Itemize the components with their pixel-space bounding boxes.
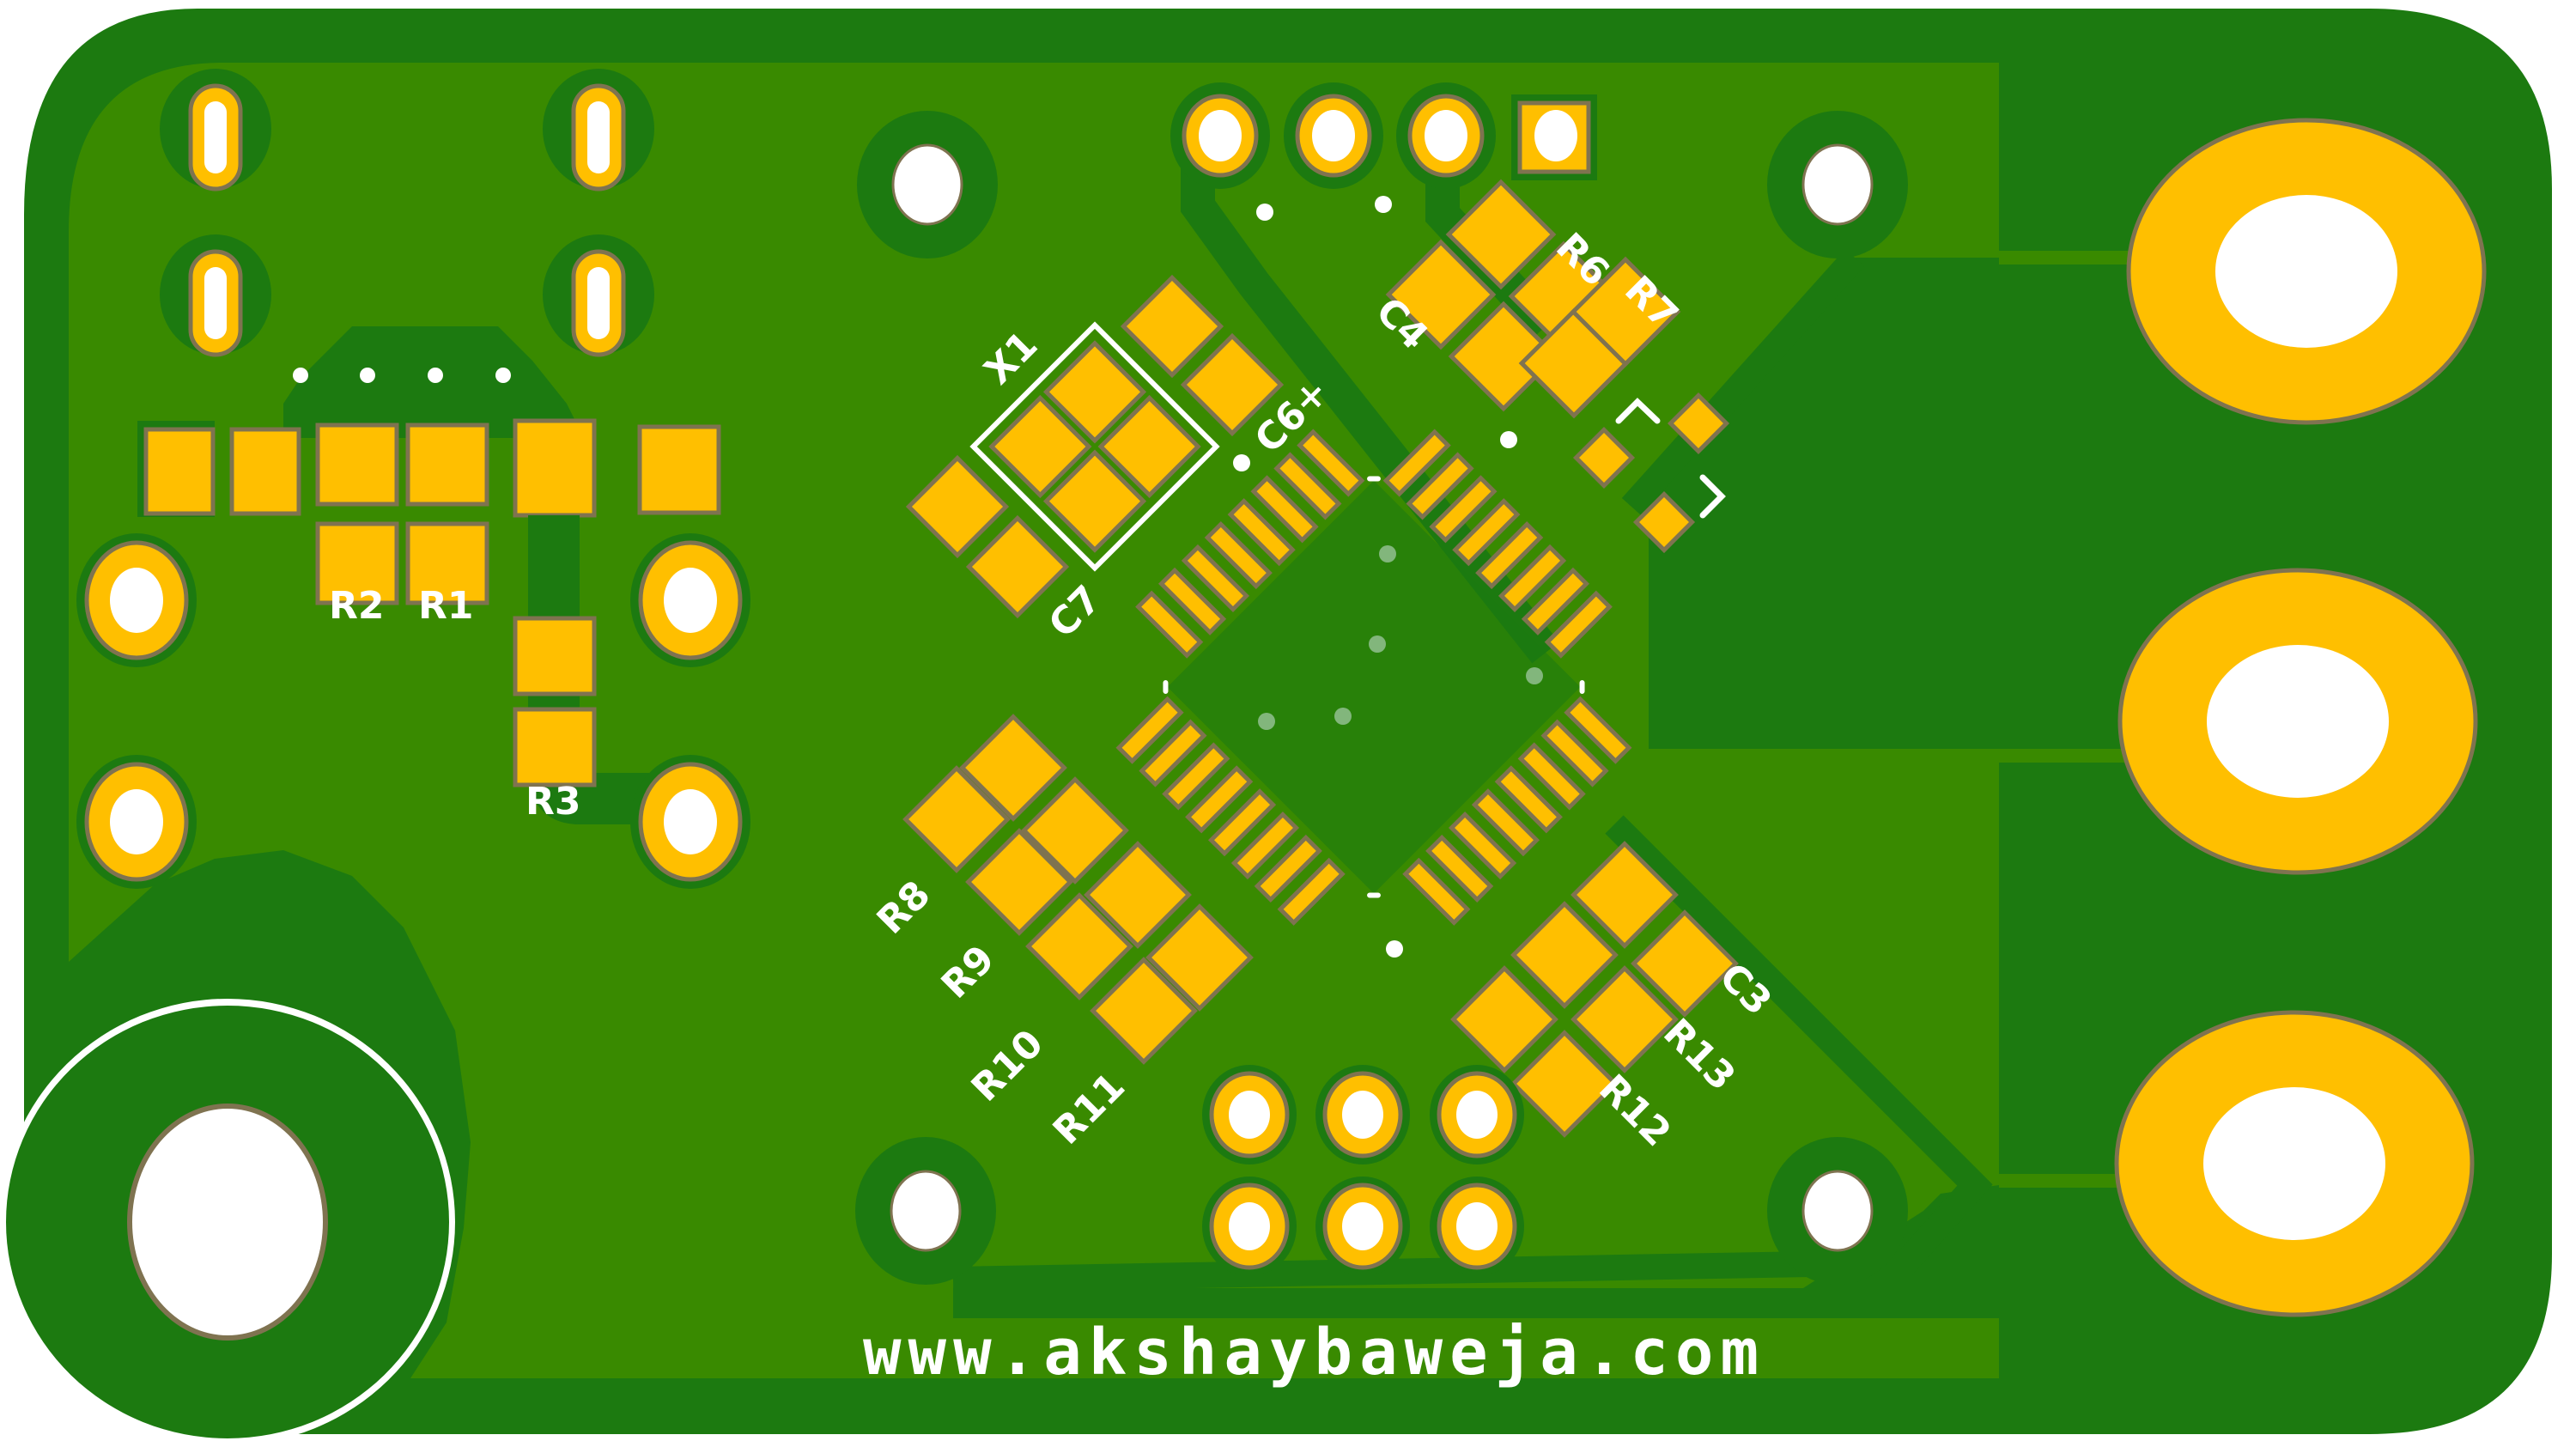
resistor-r13 (1510, 901, 1679, 1073)
usb-smd-pads (137, 418, 721, 518)
header-bottom-2x3 (1202, 1065, 1524, 1276)
resistor-r10 (1025, 841, 1192, 1000)
resistor-r6 (1445, 179, 1619, 352)
mounting-hole-top-left (857, 111, 998, 258)
usb-fanout (283, 326, 584, 438)
mounting-hole-bottom-left-large (0, 999, 455, 1441)
header-top-4pin (1170, 82, 1597, 664)
resistor-r2 (315, 521, 399, 605)
mounting-hole-bottom-center-right (1767, 1137, 1908, 1285)
resistor-r1 (405, 521, 489, 605)
mounting-hole-top-right (1767, 111, 1908, 258)
resistor-r7 (1518, 256, 1681, 419)
th-pads-left (76, 533, 750, 889)
website-silkscreen: www.akshaybaweja.com (863, 1316, 1765, 1389)
c6-marker: × (1297, 377, 1326, 416)
screw-terminal-1 (2126, 118, 2487, 425)
screw-terminal-2 (2117, 568, 2478, 875)
resistor-r3 (513, 616, 597, 787)
usb-shield-slots (160, 69, 654, 357)
resistor-r11 (1090, 903, 1254, 1065)
screw-terminal-3 (2114, 1010, 2475, 1317)
ic-qfp-microcontroller (1115, 429, 1632, 926)
capacitor-c3 (1571, 841, 1739, 1018)
transistor-sot (1572, 392, 1730, 554)
label-r3: R3 (526, 780, 581, 824)
resistor-r9 (965, 776, 1129, 936)
mounting-hole-bottom-center-left (855, 1137, 996, 1285)
label-r1: R1 (418, 584, 474, 628)
trace-diagonal-top (1621, 248, 1865, 516)
capacitor-c6 (1120, 274, 1285, 437)
resistor-r12 (1450, 965, 1619, 1138)
label-r2: R2 (329, 584, 385, 628)
capacitor-c7 (905, 454, 1070, 619)
crystal-x1 (969, 321, 1220, 572)
resistor-r8 (902, 714, 1067, 873)
trace-diagonal-bottom (952, 815, 1993, 1292)
capacitor-c4 (1385, 239, 1559, 412)
